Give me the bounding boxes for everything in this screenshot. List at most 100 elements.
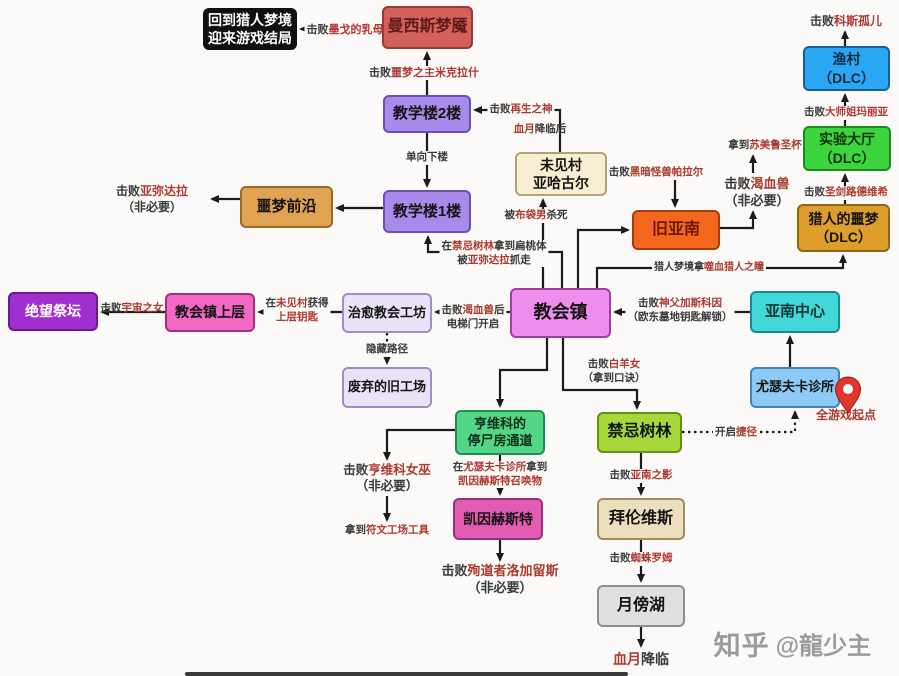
edge-label-line: 在未见村获得	[265, 297, 329, 309]
node-abandoned-old-workshop: 废弃的旧工场	[342, 367, 432, 408]
edge-label-line: 拿到符文工场工具	[345, 524, 429, 536]
node-cainhurst: 凯因赫斯特	[453, 498, 543, 540]
node-altar-of-despair: 绝望祭坛	[8, 292, 98, 331]
node-label: （DLC）	[818, 149, 876, 166]
edge-label-line: 击败科斯孤儿	[809, 14, 883, 28]
node-label: 噩梦前沿	[256, 198, 317, 216]
edge-church-to-hemwick	[496, 338, 549, 408]
edge-label-line: 击败宇宙之女	[100, 302, 164, 314]
edge-label-line: 单向下楼	[406, 151, 448, 163]
node-mensis-nightmare: 曼西斯梦魇	[382, 6, 473, 49]
edge-oldyharnam-to-bsb	[720, 210, 757, 230]
watermark-author: @龍少主	[775, 633, 871, 660]
node-label: 曼西斯梦魇	[387, 18, 468, 36]
edge-label-line: 击败渴血兽	[724, 176, 790, 191]
edge-label-line: 击败黑暗怪兽帕拉尔	[608, 166, 704, 178]
node-nightmare-frontier: 噩梦前沿	[240, 186, 333, 228]
node-label: 亚南中心	[764, 303, 825, 321]
edge-label-defeat-logarius: 击败殉道者洛加留斯（非必要）	[439, 563, 561, 597]
node-label: 实验大厅	[819, 131, 875, 148]
edge-label-get-rune-workshop-tool: 拿到符文工场工具	[343, 524, 431, 538]
edge-label-defeat-blood-starved-beast: 击败渴血兽（非必要）	[722, 176, 792, 210]
edge-label-line: 拿到苏美鲁圣杯	[728, 139, 802, 151]
edge-label-line: 被亚弥达拉抓走	[457, 253, 531, 266]
node-lecture-2f: 教学楼2楼	[383, 95, 471, 133]
edge-label-defeat-amygdala: 击败亚弥达拉（非必要）	[116, 184, 188, 215]
node-iosefka-clinic: 尤瑟夫卡诊所	[750, 367, 840, 408]
edge-label-elevator-opens: 击败渴血兽后电梯门开启	[439, 304, 507, 332]
edge-label-line: 上层钥匙	[276, 310, 318, 323]
node-cathedral-ward: 教会镇	[510, 288, 611, 338]
edge-label-get-pthumeru-chalice: 拿到苏美鲁圣杯	[726, 139, 804, 153]
edge-label-line: 猎人梦境拿噬血猎人之瞳	[654, 262, 764, 273]
edge-label-line: （欧东墓地钥匙解锁）	[627, 310, 733, 323]
node-label: 教会镇	[533, 302, 588, 323]
edge-label-after-blood-moon: 血月降临后	[514, 123, 567, 137]
node-moonside-lake: 月傍湖	[597, 585, 685, 627]
edge-label-line: 击败噩梦之主米克拉什	[369, 67, 479, 79]
edge-label-line: 击败白羊女	[587, 358, 641, 370]
map-pin-icon	[834, 376, 862, 415]
node-fishing-hamlet: 渔村（DLC）	[803, 46, 890, 91]
edge-label-defeat-wet-nurse: 击败墨戈的乳母	[304, 23, 386, 38]
edge-label-one-way-downstairs: 单向下楼	[404, 151, 450, 165]
edge-label-line: 击败亨维科女巫	[343, 463, 431, 477]
node-healing-church-workshop: 治愈教会工坊	[342, 293, 432, 333]
edge-label-line: 击败神父加斯科因	[638, 297, 722, 309]
node-research-hall: 实验大厅（DLC）	[803, 126, 891, 171]
node-label: 废弃的旧工场	[347, 379, 426, 395]
edge-label-line: 血月降临	[613, 651, 669, 667]
edge-label-line: 被布袋男杀死	[504, 209, 568, 221]
node-label: （DLC）	[818, 69, 875, 86]
edge-label-defeat-ebrietas: 击败宇宙之女	[101, 302, 164, 316]
edge-church-to-woods	[561, 338, 641, 410]
edge-label-defeat-darkbeast-paarl: 击败黑暗怪兽帕拉尔	[606, 166, 706, 180]
node-ending: 回到猎人梦境迎来游戏结局	[203, 8, 297, 50]
edge-label-hidden-path: 隐藏路径	[364, 343, 410, 357]
node-label: 旧亚南	[651, 220, 700, 238]
edge-label-defeat-one-reborn: 击败再生之神	[487, 103, 555, 117]
node-central-yharnam: 亚南中心	[750, 291, 840, 333]
edge-label-open-shortcut: 开启捷径	[713, 426, 759, 440]
node-label: 拜伦维斯	[608, 509, 673, 527]
edge-label-tonsil-stone: 在禁忌树林拿到扁桃体被亚弥达拉抓走	[439, 240, 549, 268]
edge-label-line: （非必要）	[724, 192, 790, 208]
node-lecture-1f: 教学楼1楼	[383, 190, 471, 233]
edge-label-line: 击败殉道者洛加留斯	[441, 563, 559, 578]
edge-label-line: 血月降临后	[513, 123, 567, 135]
node-byrgenwerth: 拜伦维斯	[597, 498, 685, 540]
edge-label-defeat-lady-maria: 击败大师姐玛丽亚	[802, 106, 890, 120]
node-label: 猎人的噩梦	[808, 210, 879, 227]
edge-label-defeat-micolash: 击败噩梦之主米克拉什	[367, 66, 481, 81]
node-label: 月傍湖	[616, 596, 665, 614]
edge-label-line: 击败亚弥达拉	[115, 184, 189, 198]
edge-label-line: 在禁忌树林拿到扁桃体	[441, 240, 547, 252]
edge-label-killed-by-kidnapper: 被布袋男杀死	[502, 209, 570, 223]
node-label: 亚哈古尔	[533, 175, 589, 191]
edge-church-to-oldyharnam	[576, 226, 630, 288]
edge-label-line: 击败亚南之影	[609, 469, 673, 481]
node-label: 治愈教会工坊	[347, 304, 426, 320]
node-label: （DLC）	[815, 229, 872, 245]
edge-label-line: 凯因赫斯特召唤物	[458, 474, 542, 487]
edge-label-line: （非必要）	[467, 579, 533, 595]
edge-label-defeat-orphan-of-kos: 击败科斯孤儿	[807, 14, 885, 30]
edge-label-line: 击败再生之神	[489, 103, 553, 115]
edge-label-line: 电梯门开启	[446, 317, 500, 330]
edge-label-line: 在尤瑟夫卡诊所拿到	[452, 461, 548, 473]
edge-label-line: 击败墨戈的乳母	[306, 24, 384, 36]
edge-label-line: （拿到口诀）	[582, 371, 646, 384]
node-label: 亨维科的	[473, 415, 526, 431]
edge-label-defeat-shadows-of-yharnam: 击败亚南之影	[607, 469, 675, 483]
edge-label-defeat-ludwig: 击败圣剑路德维希	[802, 186, 890, 200]
node-unseen-village: 未见村亚哈古尔	[515, 152, 607, 196]
node-forbidden-woods: 禁忌树林	[597, 412, 682, 453]
edge-label-line: 开启捷径	[715, 426, 757, 438]
edge-label-blood-moon-descends: 血月降临	[613, 650, 669, 668]
edge-label-line: 全游戏起点	[815, 408, 877, 422]
edge-label-defeat-rom: 击败蜘蛛罗姆	[607, 552, 675, 566]
edge-label-line: 隐藏路径	[366, 343, 408, 355]
node-label: 绝望祭坛	[25, 303, 81, 320]
node-label: 教学楼2楼	[392, 105, 462, 123]
